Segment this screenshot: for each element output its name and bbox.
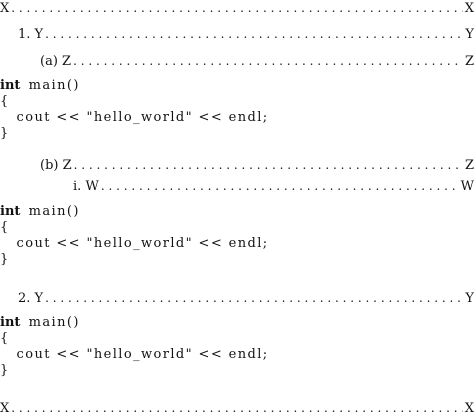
entry-label: W	[85, 179, 99, 194]
code-close-brace: }	[0, 126, 9, 141]
toc-entry-x-bottom: X X	[0, 400, 474, 417]
entry-marker: 1.	[18, 27, 31, 42]
code-open-brace: {	[0, 220, 9, 235]
entry-label: Z	[62, 158, 72, 173]
dot-leader	[73, 53, 463, 69]
code-line-statement: cout << "hello_world" << endl;	[0, 236, 269, 252]
toc-entry-x-top: X X	[0, 0, 474, 17]
code-statement: cout << "hello_world" << endl;	[16, 347, 269, 362]
dot-leader	[11, 0, 462, 16]
code-line-statement: cout << "hello_world" << endl;	[0, 347, 269, 363]
entry-marker: i.	[73, 179, 82, 194]
entry-marker: 2.	[18, 291, 31, 306]
code-block: int main() { cout << "hello_world" << en…	[0, 78, 269, 142]
code-keyword: int	[0, 204, 21, 219]
entry-label: Y	[34, 27, 44, 42]
entry-label: Z	[62, 54, 72, 69]
toc-entry-1: 1. Y Y	[18, 26, 474, 43]
entry-label: X	[0, 1, 10, 16]
dot-leader	[45, 290, 463, 306]
entry-trail: Z	[464, 54, 474, 69]
entry-trail: W	[460, 179, 474, 194]
code-keyword: int	[0, 315, 21, 330]
code-open-brace: {	[0, 331, 9, 346]
code-line-statement: cout << "hello_world" << endl;	[0, 110, 269, 126]
code-open-brace: {	[0, 94, 9, 109]
entry-trail: Y	[465, 27, 474, 42]
code-close-brace: }	[0, 252, 9, 267]
entry-trail: Z	[464, 158, 474, 173]
code-keyword: int	[0, 78, 21, 93]
entry-label: X	[0, 401, 10, 416]
entry-marker: (b)	[40, 158, 59, 173]
entry-trail: Y	[465, 291, 474, 306]
code-signature: main()	[28, 204, 80, 219]
entry-marker: (a)	[40, 54, 58, 69]
toc-entry-2: 2. Y Y	[18, 290, 474, 307]
dot-leader	[45, 26, 463, 42]
toc-entry-1bi: i. W W	[73, 178, 474, 195]
dot-leader	[101, 178, 459, 194]
code-block: int main() { cout << "hello_world" << en…	[0, 204, 269, 268]
code-block: int main() { cout << "hello_world" << en…	[0, 315, 269, 379]
code-line-signature: int main()	[0, 315, 269, 331]
code-statement: cout << "hello_world" << endl;	[16, 236, 269, 251]
code-line-signature: int main()	[0, 78, 269, 94]
code-line-signature: int main()	[0, 204, 269, 220]
dot-leader	[74, 157, 463, 173]
dot-leader	[11, 400, 462, 416]
entry-trail: X	[464, 401, 474, 416]
entry-trail: X	[464, 1, 474, 16]
toc-entry-1a: (a) Z Z	[40, 53, 474, 70]
code-signature: main()	[28, 78, 80, 93]
toc-entry-1b: (b) Z Z	[40, 157, 474, 174]
code-statement: cout << "hello_world" << endl;	[16, 110, 269, 125]
code-close-brace: }	[0, 363, 9, 378]
code-signature: main()	[28, 315, 80, 330]
entry-label: Y	[34, 291, 44, 306]
